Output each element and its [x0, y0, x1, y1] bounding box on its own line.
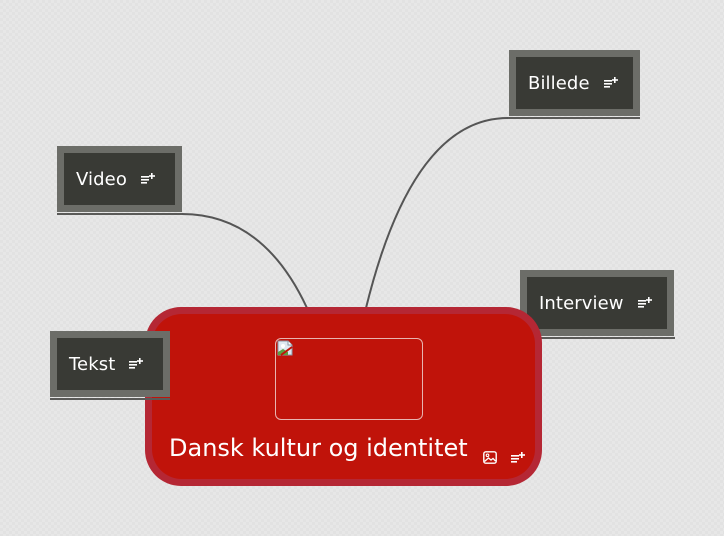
central-topic[interactable]: Dansk kultur og identitet — [145, 307, 542, 486]
video-underline — [57, 213, 182, 215]
subtopic-tekst[interactable]: Tekst — [50, 331, 170, 397]
subtopic-tekst-body: Tekst — [57, 338, 163, 390]
subtopic-label: Interview — [539, 292, 624, 314]
billede-underline — [508, 117, 640, 119]
subtopic-video-body: Video — [64, 153, 175, 205]
image-icon[interactable] — [482, 442, 497, 464]
subtopic-video[interactable]: Video — [57, 146, 182, 212]
add-note-icon[interactable] — [140, 173, 155, 185]
subtopic-billede[interactable]: Billede — [509, 50, 640, 116]
connector-video — [57, 213, 308, 309]
subtopic-billede-body: Billede — [516, 57, 633, 109]
central-topic-body: Dansk kultur og identitet — [152, 314, 535, 479]
add-note-icon[interactable] — [603, 77, 618, 89]
subtopic-interview-body: Interview — [527, 277, 667, 329]
interview-underline — [520, 337, 675, 339]
subtopic-label: Tekst — [69, 353, 116, 375]
add-note-icon[interactable] — [510, 442, 525, 463]
add-note-icon[interactable] — [637, 297, 652, 309]
central-topic-image[interactable] — [275, 338, 423, 420]
broken-image-icon — [277, 340, 293, 356]
subtopic-label: Video — [76, 168, 127, 190]
tekst-underline — [50, 398, 170, 400]
central-topic-title: Dansk kultur og identitet — [169, 434, 468, 462]
subtopic-label: Billede — [528, 72, 590, 94]
central-title-row: Dansk kultur og identitet — [169, 434, 525, 464]
subtopic-interview[interactable]: Interview — [520, 270, 674, 336]
add-note-icon[interactable] — [129, 358, 144, 370]
